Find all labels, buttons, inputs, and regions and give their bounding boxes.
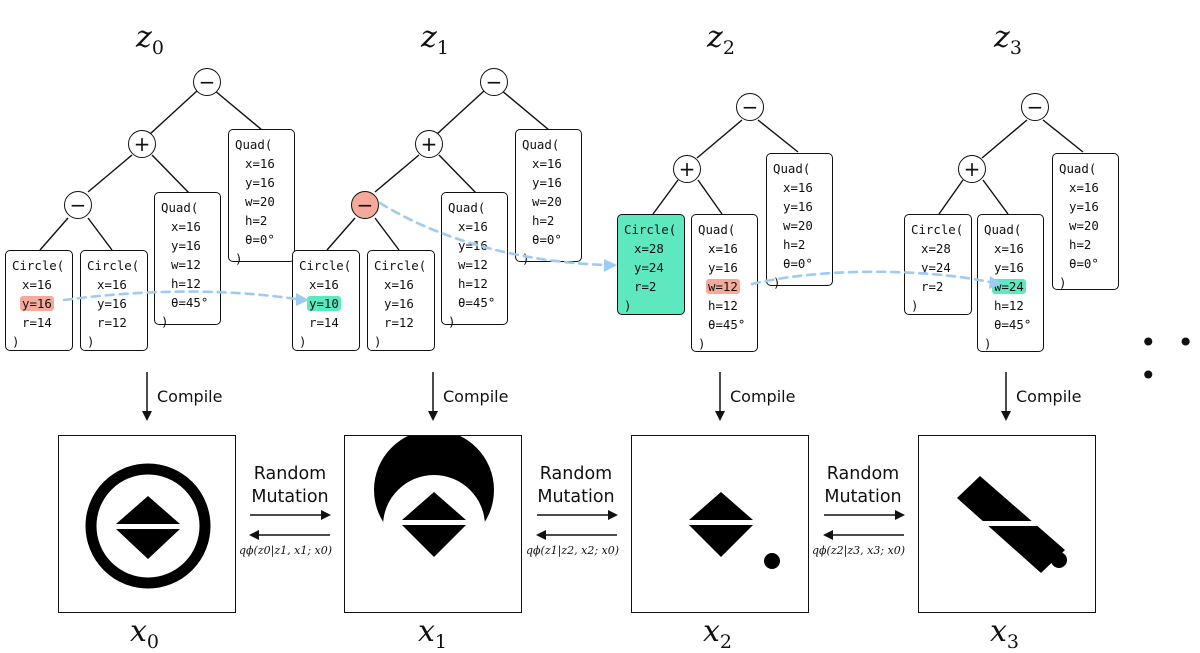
rendered-image-x2 xyxy=(631,435,809,613)
rendered-image-x1 xyxy=(344,435,523,614)
compile-label: Compile xyxy=(443,387,509,406)
quad-leaf-mid: Quad( x=16 y=16 w=12 h=12 θ=45° ) xyxy=(691,214,758,352)
rendered-image-x0 xyxy=(58,435,236,613)
image-label-x: x0 xyxy=(130,614,160,653)
quad-leaf-top: Quad( x=16 y=16 w=20 h=2 θ=0° ) xyxy=(766,153,833,290)
minus-icon: − xyxy=(1026,95,1044,119)
compile-label: Compile xyxy=(157,387,223,406)
subtract-node-root: − xyxy=(480,68,508,96)
compile-label: Compile xyxy=(730,387,796,406)
plus-icon: + xyxy=(420,132,438,156)
subtract-node-root: − xyxy=(1021,93,1049,121)
circle-leaf-right: Circle( x=16 y=16 r=12 ) xyxy=(367,250,435,351)
state-label-z: z3 xyxy=(994,20,1022,59)
minus-icon: − xyxy=(741,95,759,119)
circle-leaf-mutated: Circle( x=28 y=24 r=2 ) xyxy=(617,214,685,315)
minus-icon: − xyxy=(356,193,374,217)
random-mutation-label: Random Mutation xyxy=(824,464,902,507)
state-label-z: z1 xyxy=(421,20,449,59)
quad-leaf-top: Quad( x=16 y=16 w=20 h=2 θ=0° ) xyxy=(1052,153,1119,290)
minus-icon: − xyxy=(485,70,503,94)
inverse-proposal-label: qϕ(z1|z2, x2; x0) xyxy=(526,544,620,557)
add-node: + xyxy=(673,155,701,183)
image-label-x: x1 xyxy=(418,614,448,653)
inverse-proposal-label: qϕ(z2|z3, x3; x0) xyxy=(812,544,906,557)
subtract-node-low: − xyxy=(64,191,92,219)
plus-icon: + xyxy=(678,157,696,181)
mutated-param-source: y=16 xyxy=(20,296,54,311)
minus-icon: − xyxy=(198,70,216,94)
subtract-node-root: − xyxy=(736,93,764,121)
state-label-z: z2 xyxy=(707,20,735,59)
image-label-x: x2 xyxy=(703,614,733,653)
inverse-proposal-label: qϕ(z0|z1, x1; x0) xyxy=(239,544,333,557)
minus-icon: − xyxy=(69,193,87,217)
image-label-x: x3 xyxy=(990,614,1020,653)
quad-leaf-top: Quad( x=16 y=16 w=20 h=2 θ=0° ) xyxy=(228,129,295,266)
compile-label: Compile xyxy=(1016,387,1082,406)
subtract-node-low-mutated: − xyxy=(351,191,379,219)
state-label-z: z0 xyxy=(136,20,164,59)
add-node: + xyxy=(415,130,443,158)
add-node: + xyxy=(128,130,156,158)
plus-icon: + xyxy=(963,157,981,181)
add-node: + xyxy=(958,155,986,183)
subtract-node-root: − xyxy=(193,68,221,96)
mutated-param-result: y=10 xyxy=(307,296,341,311)
random-mutation-label: Random Mutation xyxy=(251,464,329,507)
random-mutation-label: Random Mutation xyxy=(537,464,615,507)
rendered-image-x3 xyxy=(918,435,1097,614)
continuation-ellipsis: • • • xyxy=(1140,326,1200,392)
mutated-param-source: w=12 xyxy=(706,279,740,294)
quad-leaf-mid: Quad( x=16 y=16 w=12 h=12 θ=45° ) xyxy=(154,192,221,329)
plus-icon: + xyxy=(133,132,151,156)
circle-leaf: Circle( x=28 y=24 r=2 ) xyxy=(904,214,972,315)
